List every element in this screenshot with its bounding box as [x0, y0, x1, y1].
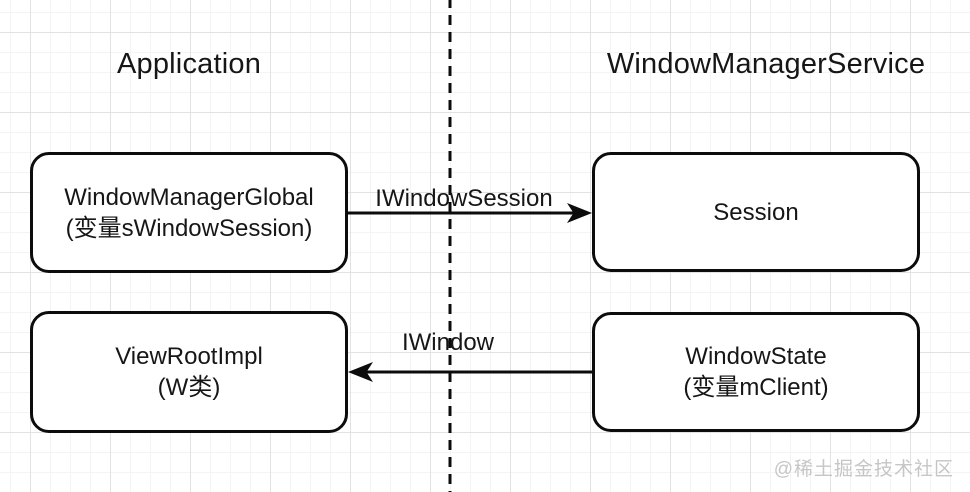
node-window-state-line2: (变量mClient): [683, 374, 829, 401]
watermark-juejin-community: @稀土掘金技术社区: [773, 459, 954, 480]
node-session-line1: Session: [713, 198, 799, 226]
node-view-root-impl: ViewRootImpl (W类): [30, 311, 348, 433]
node-window-state: WindowState (变量mClient): [592, 312, 920, 432]
edge-label-iwindow: IWindow: [401, 329, 495, 356]
edge-label-iwindowsession: IWindowSession: [375, 185, 553, 212]
section-title-windowmanagerservice: WindowManagerService: [606, 48, 926, 80]
node-view-root-impl-line2: (W类): [157, 374, 221, 401]
node-window-manager-global: WindowManagerGlobal (变量sWindowSession): [30, 152, 348, 273]
section-title-application: Application: [116, 48, 262, 80]
iwindow-arrowhead-icon: [348, 362, 373, 382]
node-window-manager-global-line2: (变量sWindowSession): [65, 214, 313, 242]
node-window-state-line1: WindowState: [685, 343, 827, 370]
node-view-root-impl-line1: ViewRootImpl: [115, 343, 263, 370]
node-session: Session: [592, 152, 920, 272]
node-window-manager-global-line1: WindowManagerGlobal: [64, 183, 314, 211]
